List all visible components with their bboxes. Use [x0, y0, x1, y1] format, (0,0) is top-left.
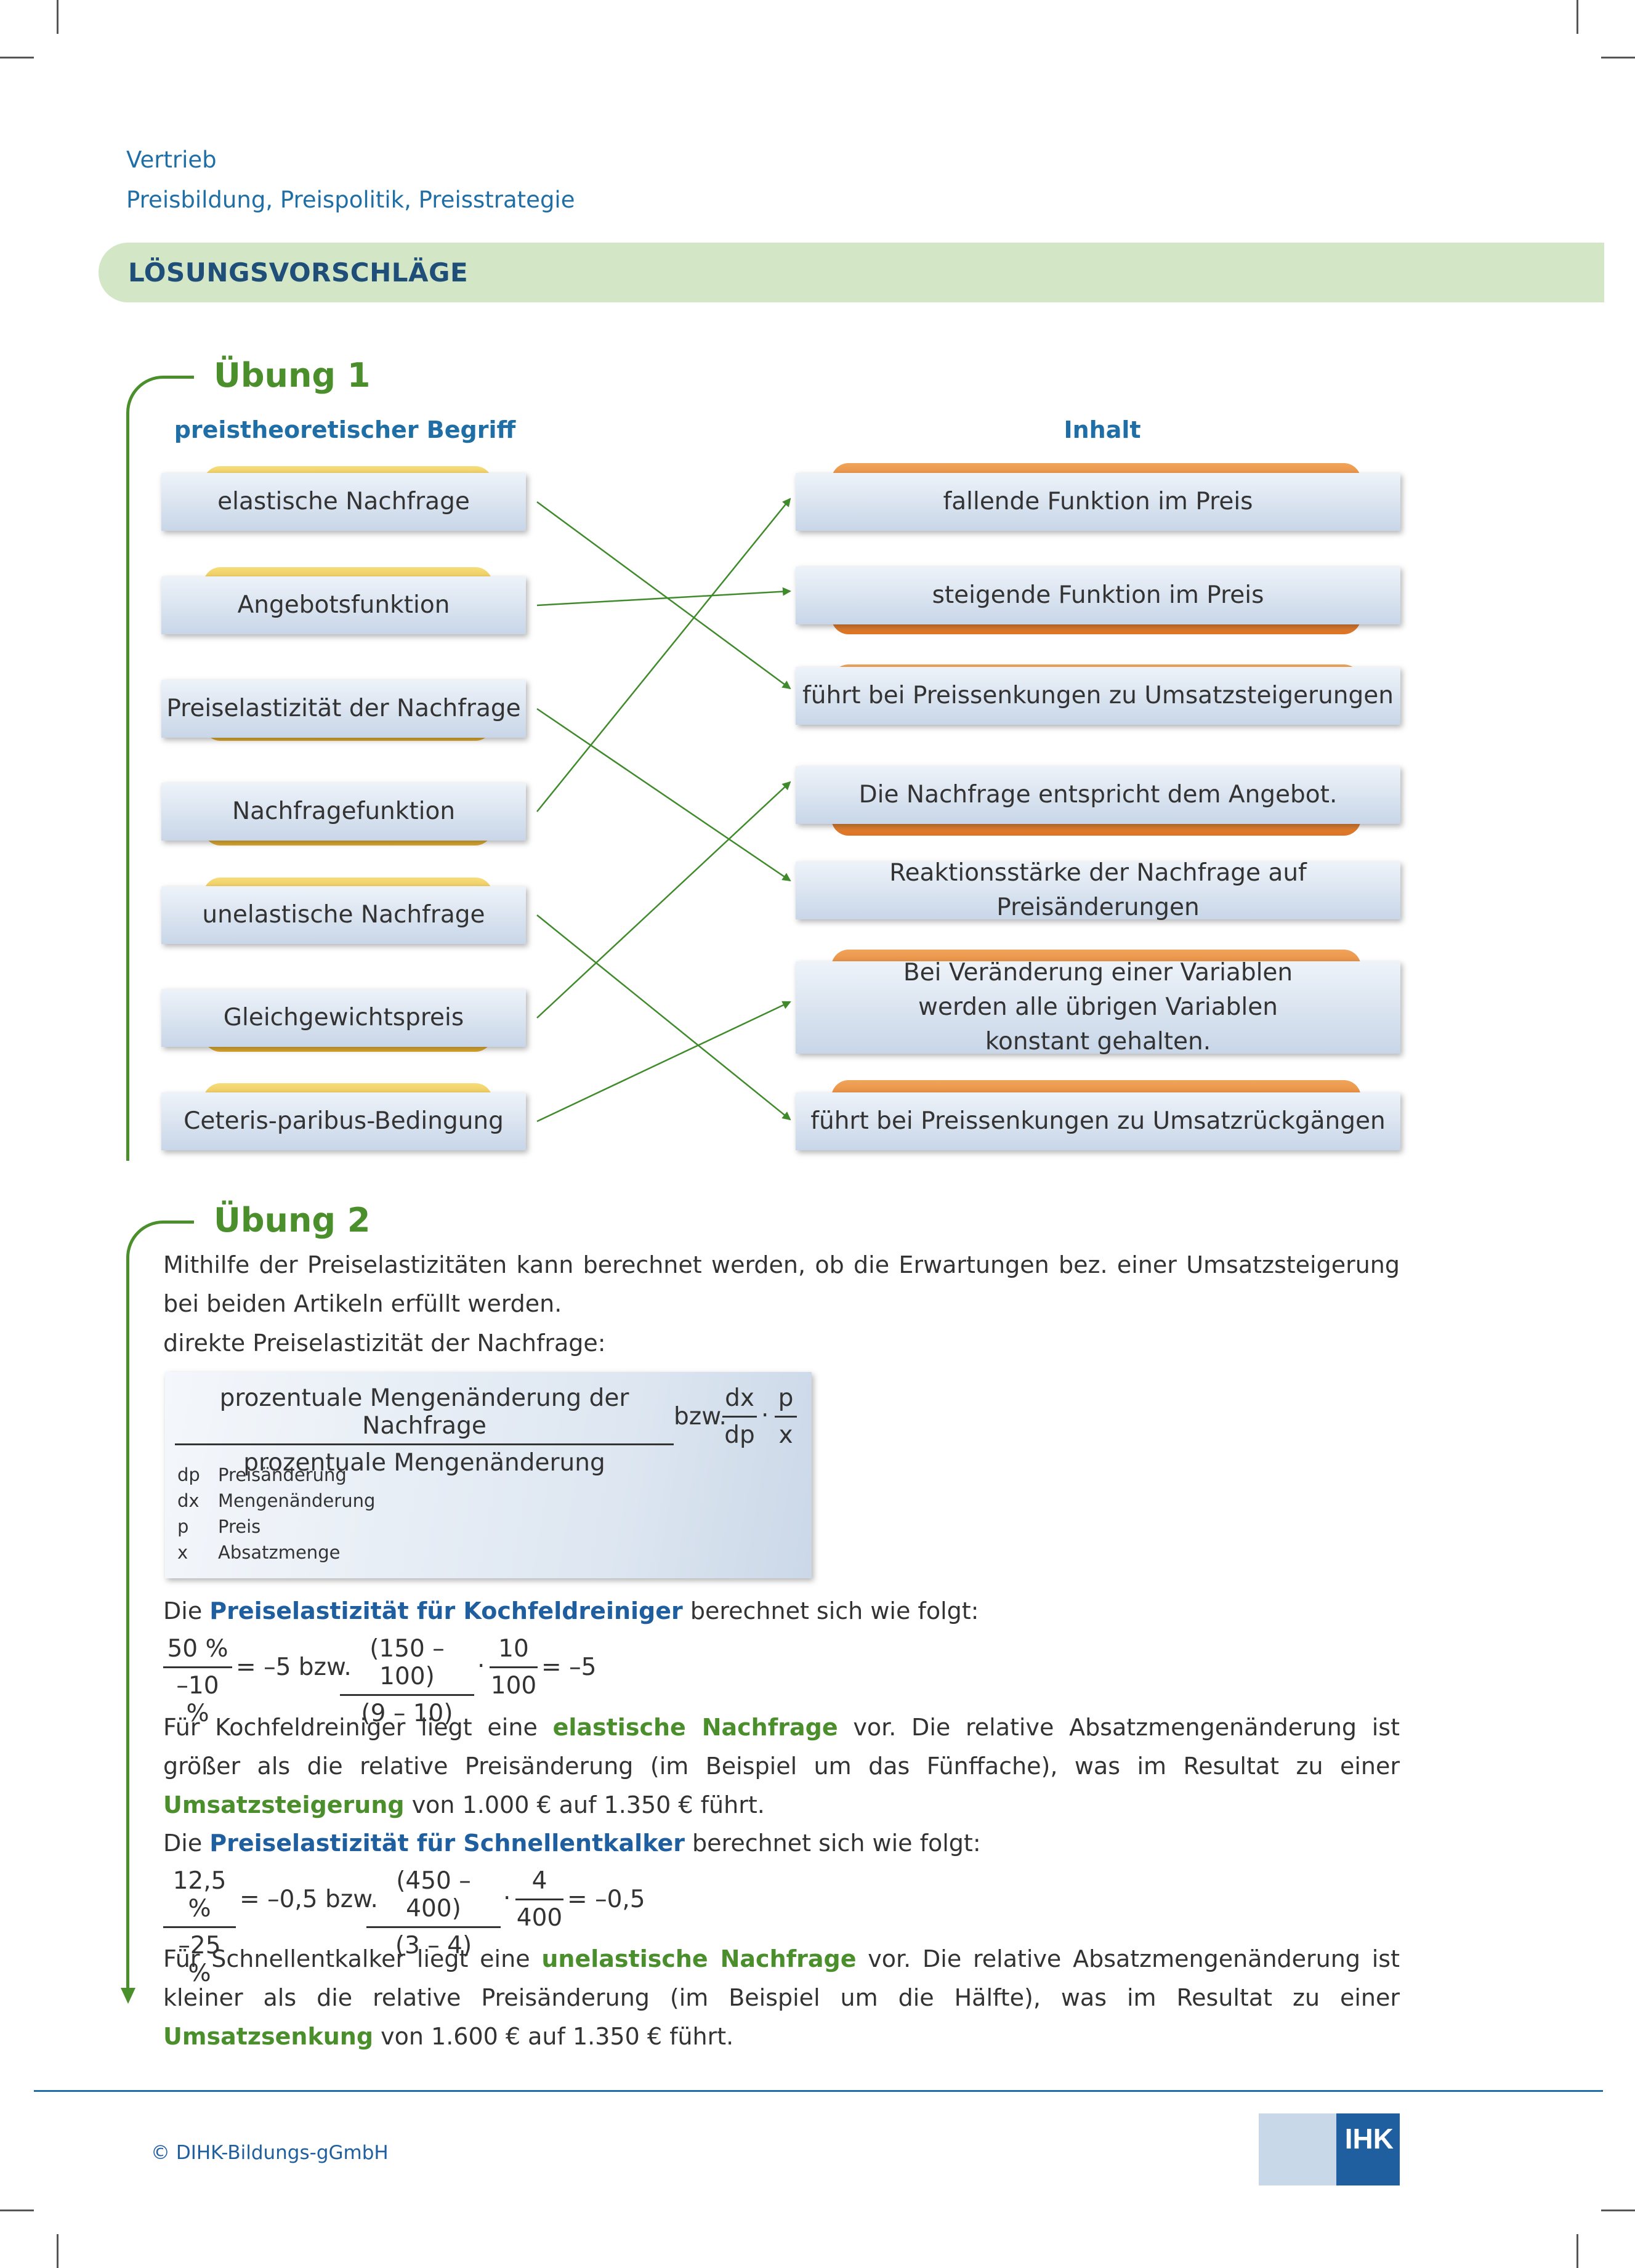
content-reaktionsstaerke: Reaktionsstärke der Nachfrage auf Preisä…: [796, 859, 1400, 921]
content-umsatzsteigerungen: führt bei Preissenkungen zu Umsatzsteige…: [796, 667, 1400, 725]
entkalker-intro: Die Preiselastizität für Schnellentkalke…: [163, 1830, 981, 1857]
content-variablen-konstant: Bei Veränderung einer Variablen werden a…: [796, 959, 1400, 1055]
connection-line-6: [536, 781, 791, 1019]
derivative-fraction: dx dp: [722, 1384, 757, 1449]
kochfeld-explanation: Für Kochfeldreiniger liegt eine elastisc…: [163, 1714, 1400, 1818]
entkalker-explanation: Für Schnellentkalker liegt eine unelasti…: [163, 1945, 1400, 2050]
copyright: © DIHK-Bildungs-gGmbH: [151, 2142, 389, 2164]
entkalker-calculation: 12,5 %–25 % = –0,5 bzw. (450 – 400)(3 – …: [163, 1867, 656, 1987]
legend-text-dx: Mengenänderung: [218, 1490, 376, 1511]
banner-title: LÖSUNGSVORSCHLÄGE: [128, 257, 469, 288]
connection-line-4: [536, 498, 791, 812]
connection-line-1: [536, 501, 791, 690]
term-unelastische-nachfrage: unelastische Nachfrage: [161, 886, 526, 944]
content-umsatzrueckgaenge: führt bei Preissenkungen zu Umsatzrückgä…: [796, 1092, 1400, 1150]
legend-sym-dx: dx: [177, 1490, 200, 1511]
legend-text-x: Absatzmenge: [218, 1542, 341, 1563]
section-banner: LÖSUNGSVORSCHLÄGE: [99, 243, 1604, 302]
footer-divider: [34, 2090, 1603, 2092]
content-steigende-funktion: steigende Funktion im Preis: [796, 567, 1400, 624]
bracket-arrow-icon: [121, 1988, 135, 2004]
legend-text-dp: Preisänderung: [218, 1464, 347, 1485]
term-elastische-nachfrage: elastische Nachfrage: [161, 473, 526, 531]
uebung1-title: Übung 1: [214, 356, 371, 395]
kochfeld-intro: Die Preiselastizität für Kochfeldreinige…: [163, 1597, 979, 1624]
connection-line-7: [536, 1001, 791, 1123]
legend-sym-p: p: [177, 1516, 189, 1537]
uebung2-intro: Mithilfe der Preiselastizitäten kann ber…: [163, 1251, 1400, 1317]
uebung2-bracket: [126, 1221, 194, 1992]
legend-sym-dp: dp: [177, 1464, 200, 1485]
ihk-logo: IHK: [1259, 2113, 1400, 2185]
term-ceteris-paribus: Ceteris-paribus-Bedingung: [161, 1092, 526, 1150]
content-fallende-funktion: fallende Funktion im Preis: [796, 473, 1400, 531]
left-column-heading: preistheoretischer Begriff: [174, 416, 516, 443]
formula-bzw: bzw.: [674, 1403, 727, 1431]
formula-box: prozentuale Mengenänderung der Nachfrage…: [165, 1372, 812, 1578]
term-angebotsfunktion: Angebotsfunktion: [161, 576, 526, 634]
connection-line-5: [536, 914, 791, 1121]
main-fraction: prozentuale Mengenänderung der Nachfrage…: [175, 1384, 674, 1477]
legend-sym-x: x: [177, 1542, 188, 1563]
header-topic: Preisbildung, Preispolitik, Preisstrateg…: [126, 187, 575, 213]
formula-dot: ·: [761, 1402, 769, 1429]
right-column-heading: Inhalt: [1064, 416, 1141, 443]
uebung2-title: Übung 2: [214, 1201, 371, 1240]
legend-text-p: Preis: [218, 1516, 261, 1537]
px-fraction: p x: [775, 1384, 797, 1449]
connection-line-2: [536, 587, 791, 607]
uebung1-bracket: [126, 376, 194, 1161]
term-gleichgewichtspreis: Gleichgewichtspreis: [161, 989, 526, 1047]
elasticity-label: direkte Preiselastizität der Nachfrage:: [163, 1330, 606, 1357]
header-subject: Vertrieb: [126, 147, 217, 173]
kochfeld-calculation: 50 %–10 % = –5 bzw. (150 – 100)(9 – 10) …: [163, 1635, 656, 1727]
content-nachfrage-angebot: Die Nachfrage entspricht dem Angebot.: [796, 766, 1400, 824]
term-nachfragefunktion: Nachfragefunktion: [161, 783, 526, 841]
connection-line-3: [536, 708, 791, 882]
term-preiselastizitaet: Preiselastizität der Nachfrage: [161, 680, 526, 738]
